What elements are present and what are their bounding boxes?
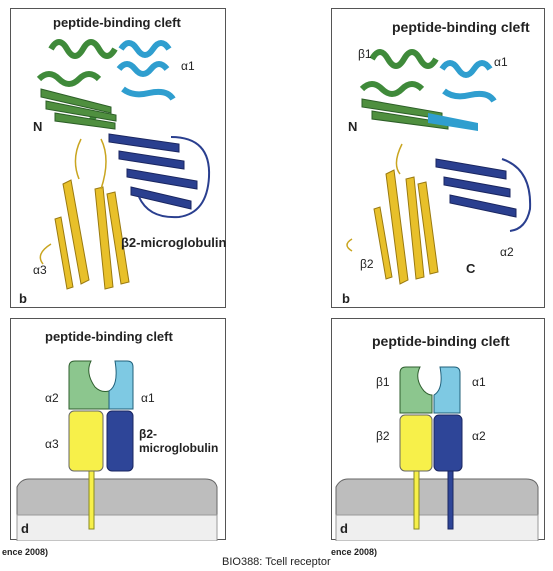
c-terminus-label: C [466, 261, 476, 276]
alpha1-label: α1 [141, 391, 155, 405]
panel-letter-b: b [342, 291, 350, 306]
slide-caption: BIO388: Tcell receptor [222, 556, 331, 568]
beta2-block [399, 414, 433, 472]
n-terminus-label: N [33, 119, 43, 134]
cleft-label: peptide-binding cleft [45, 329, 173, 344]
beta1-helix-green [359, 49, 439, 97]
mhc-class-ii-ribbon-diagram [346, 49, 532, 285]
alpha2-label: α2 [500, 245, 514, 259]
alpha3-block [68, 410, 104, 472]
panel-letter-b: b [19, 291, 27, 306]
panel-letter-d: d [21, 521, 29, 536]
beta2-domain-yellow [373, 169, 439, 285]
alpha1-label: α1 [494, 55, 508, 69]
alpha-transmembrane-stalk [447, 468, 454, 530]
beta1-block [399, 366, 433, 414]
mhc-class-i-ribbon-diagram [36, 39, 211, 290]
cell-membrane [335, 478, 539, 516]
b2m-loop [138, 136, 211, 219]
panel-mhc-class-i-ribbon: peptide-binding cleft α1 N β2-microglobu… [10, 8, 226, 308]
b2m-label: β2-microglobulin [121, 235, 227, 250]
alpha2-block [433, 414, 463, 472]
alpha3-domain-yellow [54, 179, 130, 290]
alpha1-label: α1 [472, 375, 486, 389]
b2m-label: β2-microglobulin [139, 427, 219, 455]
alpha3-label: α3 [45, 437, 59, 451]
alpha1-block [108, 360, 134, 410]
cleft-label: peptide-binding cleft [372, 333, 510, 349]
cytoplasm [335, 514, 539, 541]
left-reference-text: ence 2008) [2, 547, 49, 557]
alpha2-label: α2 [45, 391, 59, 405]
panel-mhc-class-i-schematic: peptide-binding cleft α2 α1 α3 β2-microg… [10, 318, 226, 541]
beta2-loops [346, 143, 403, 252]
beta1-label: β1 [358, 47, 372, 61]
cleft-label: peptide-binding cleft [392, 19, 530, 35]
panel-letter-d: d [340, 521, 348, 536]
alpha3-label: α3 [33, 263, 47, 277]
alpha1-helix-cyan-ii [439, 60, 497, 103]
cell-membrane [16, 478, 218, 516]
beta-transmembrane-stalk [413, 468, 420, 530]
alpha1-block [433, 366, 461, 414]
mhc-class-ii-schematic [335, 366, 539, 541]
beta-sheet-green-ii [361, 98, 449, 130]
beta-sheet-green [40, 88, 117, 130]
n-terminus-label: N [348, 119, 358, 134]
alpha2-block [68, 360, 110, 410]
alpha2-label: α2 [472, 429, 486, 443]
mhc-class-i-schematic [16, 360, 218, 541]
panel-mhc-class-ii-ribbon: peptide-binding cleft β1 α1 N β2 C α2 b [331, 8, 545, 308]
beta1-label: β1 [376, 375, 390, 389]
transmembrane-stalk [88, 468, 95, 530]
b2m-block [106, 410, 134, 472]
alpha2-loop [501, 158, 532, 232]
alpha1-helix-cyan [116, 40, 176, 101]
alpha3-loops [39, 138, 107, 265]
alpha1-label: α1 [181, 59, 195, 73]
beta2-label: β2 [376, 429, 390, 443]
alpha2-domain-blue [435, 158, 517, 218]
cleft-label: peptide-binding cleft [53, 15, 181, 30]
beta2-label: β2 [360, 257, 374, 271]
beta2-microglobulin-ribbon [108, 133, 198, 210]
right-reference-text: ence 2008) [331, 547, 378, 557]
cytoplasm [16, 514, 218, 541]
alpha1-strand-cyan [428, 113, 478, 131]
panel-mhc-class-ii-schematic: peptide-binding cleft β1 α1 β2 α2 d [331, 318, 545, 541]
